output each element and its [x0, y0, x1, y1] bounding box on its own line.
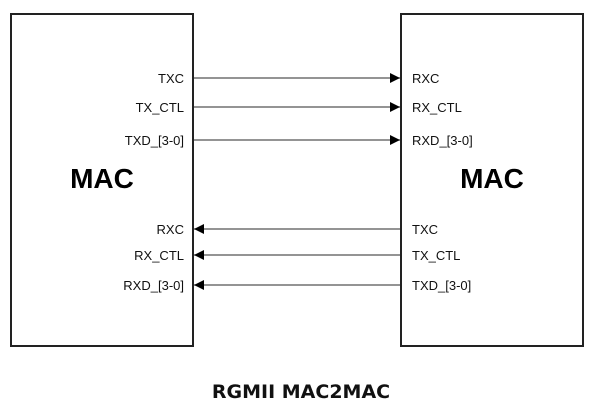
right-output-label: TXD_[3-0]	[412, 278, 471, 293]
right-output-label: TXC	[412, 222, 438, 237]
left-input-label: RXD_[3-0]	[123, 278, 184, 293]
left-output-label: TX_CTL	[136, 100, 184, 115]
left-output-label: TXC	[158, 71, 184, 86]
right-input-label: RXD_[3-0]	[412, 133, 473, 148]
left-mac-label: MAC	[70, 163, 134, 194]
left-output-label: TXD_[3-0]	[125, 133, 184, 148]
right-mac-label: MAC	[460, 163, 524, 194]
right-input-label: RX_CTL	[412, 100, 462, 115]
right-output-label: TX_CTL	[412, 248, 460, 263]
left-mac-block	[10, 13, 194, 347]
right-input-label: RXC	[412, 71, 439, 86]
left-input-label: RXC	[157, 222, 184, 237]
diagram-caption: RGMII MAC2MAC	[212, 381, 390, 403]
right-mac-block	[400, 13, 584, 347]
left-input-label: RX_CTL	[134, 248, 184, 263]
